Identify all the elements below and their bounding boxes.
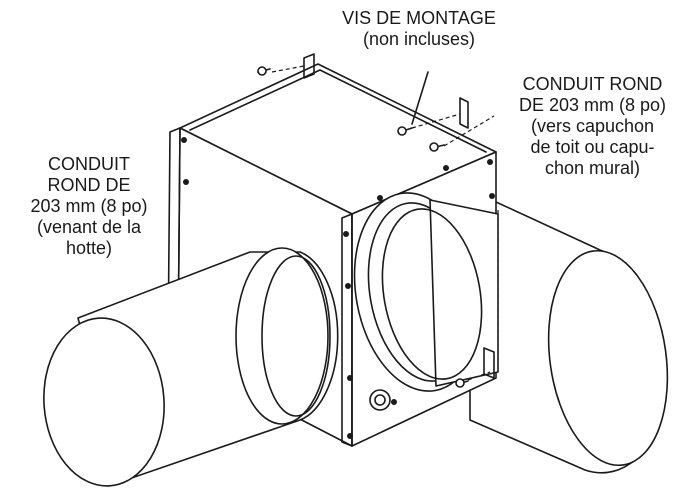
screw-top-left [257,65,305,76]
electrical-knockout [369,389,391,411]
screw-top-right-upper [397,113,461,136]
inlet-label-line-1: CONDUIT [48,154,130,174]
inlet-duct-label: CONDUIT ROND DE 203 mm (8 po) (venant de… [0,154,178,259]
outlet-label-line-3: (vers capuchon [530,116,655,136]
outlet-label-line-4: de toit ou capu- [530,137,655,157]
mounting-brackets [303,53,495,379]
outlet-label-line-5: chon mural) [544,158,641,178]
leader-line [411,71,429,125]
inlet-label-line-3: 203 mm (8 po) [30,196,148,216]
outlet-duct [469,189,669,474]
mounting-screws [257,65,495,388]
outlet-collar [353,192,499,392]
screws-label-line-1: VIS DE MONTAGE [342,8,496,28]
inlet-label-line-2: ROND DE [47,175,131,195]
inlet-label-line-5: hotte) [65,238,113,258]
inlet-label-line-4: (venant de la [36,217,142,237]
screw-bottom-right [455,371,491,388]
screws-label: VIS DE MONTAGE (non incluses) [300,8,538,50]
outlet-label-line-1: CONDUIT ROND [522,74,663,94]
screws-label-line-2: (non incluses) [362,29,476,49]
outlet-label-line-2: DE 203 mm (8 po) [518,95,667,115]
inlet-duct [43,247,339,487]
screw-top-right-lower [429,115,495,152]
outlet-duct-label: CONDUIT ROND DE 203 mm (8 po) (vers capu… [500,74,685,179]
